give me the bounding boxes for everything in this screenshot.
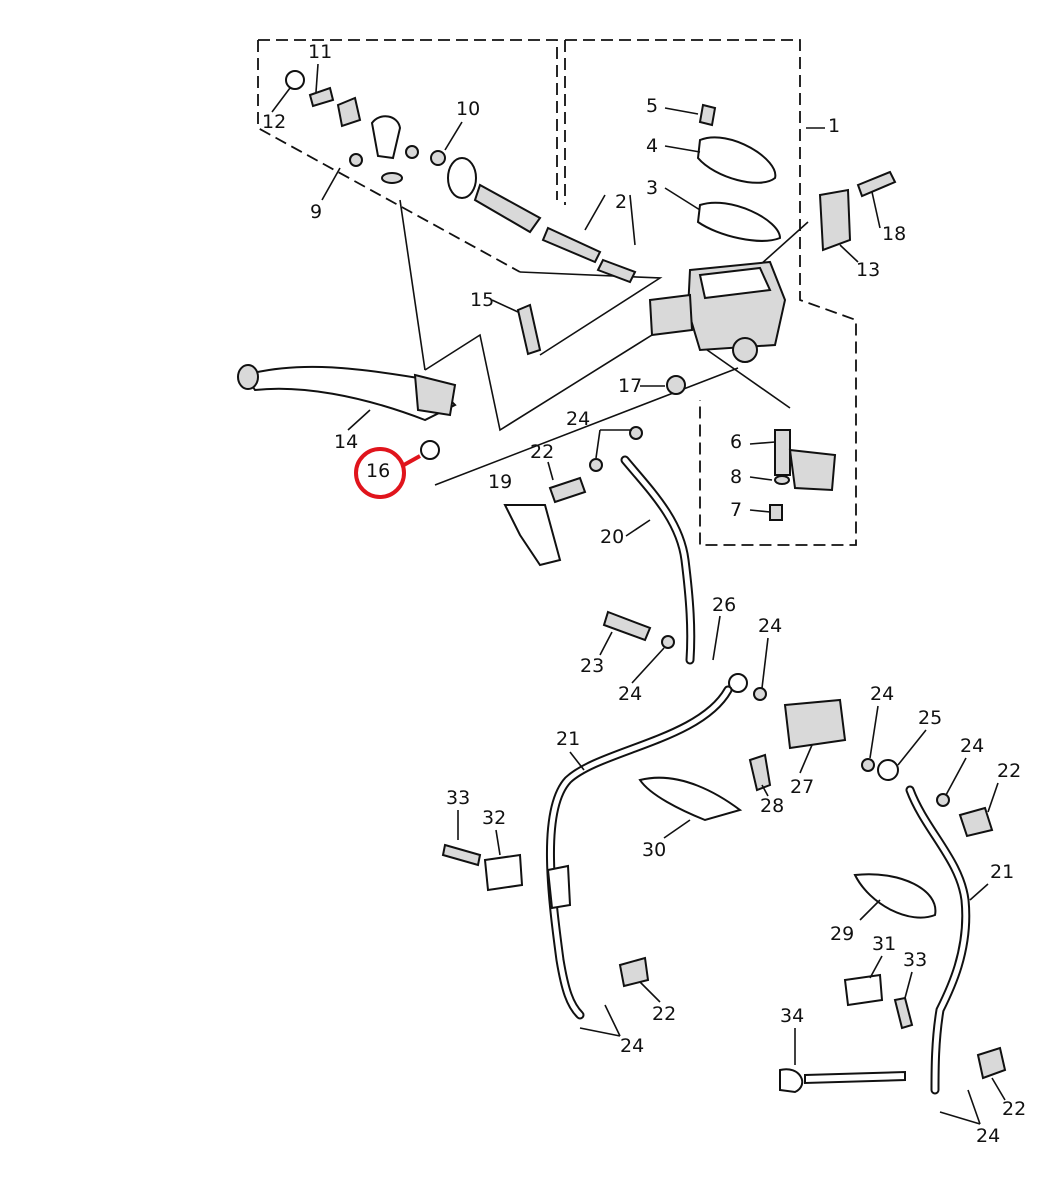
part-16-highlight [354, 447, 421, 499]
callout-22-upper: 22 [530, 441, 554, 463]
callout-21-left: 21 [556, 728, 580, 750]
callout-9: 9 [310, 201, 322, 223]
brake-light-switch [769, 429, 837, 521]
callout-33-right: 33 [903, 949, 927, 971]
callout-19: 19 [488, 471, 512, 493]
callout-30: 30 [642, 839, 666, 861]
assembly-lines [399, 199, 809, 486]
callout-15: 15 [470, 289, 494, 311]
callout-4: 4 [646, 135, 658, 157]
master-cylinder [648, 103, 897, 363]
brackets-and-clips [441, 776, 1007, 1094]
callout-21-right: 21 [990, 861, 1014, 883]
callout-13: 13 [856, 259, 880, 281]
brake-lever [237, 364, 457, 422]
callout-17: 17 [618, 375, 642, 397]
callout-33-left: 33 [446, 787, 470, 809]
callout-7: 7 [730, 499, 742, 521]
leader-lines [271, 63, 1006, 1125]
callout-1: 1 [828, 115, 840, 137]
brake-hose-left [546, 685, 733, 1020]
callout-23: 23 [580, 655, 604, 677]
callout-16: 16 [366, 460, 390, 482]
master-cylinder-group-box [564, 39, 857, 546]
callout-27: 27 [790, 776, 814, 798]
callout-5: 5 [646, 95, 658, 117]
callout-24-d: 24 [960, 735, 984, 757]
callout-29: 29 [830, 923, 854, 945]
callout-25: 25 [918, 707, 942, 729]
callout-10: 10 [456, 98, 480, 120]
hose-joint-block [602, 610, 994, 838]
callout-8: 8 [730, 466, 742, 488]
callout-24-upper: 24 [566, 408, 590, 430]
callout-32: 32 [482, 807, 506, 829]
callout-28: 28 [760, 795, 784, 817]
callout-26: 26 [712, 594, 736, 616]
callout-22-lower-left: 22 [652, 1003, 676, 1025]
callout-34: 34 [780, 1005, 804, 1027]
callout-22-lower-right: 22 [1002, 1098, 1026, 1120]
callout-14: 14 [334, 431, 358, 453]
brake-hose-right [905, 785, 971, 1095]
callout-18: 18 [882, 223, 906, 245]
callout-6: 6 [730, 431, 742, 453]
callout-24-b: 24 [758, 615, 782, 637]
callout-24-c: 24 [870, 683, 894, 705]
callout-3: 3 [646, 177, 658, 199]
callout-12: 12 [262, 111, 286, 133]
callout-24-a: 24 [618, 683, 642, 705]
brake-hose-upper [620, 455, 696, 665]
upper-fittings [420, 303, 686, 567]
lever-assembly-group-box [257, 39, 558, 273]
callout-11: 11 [308, 41, 332, 63]
callout-31: 31 [872, 933, 896, 955]
callout-2: 2 [615, 191, 627, 213]
callout-labels: 1 2 3 4 5 6 7 8 9 10 11 12 13 14 15 16 1… [262, 41, 1026, 1147]
callout-24-f: 24 [976, 1125, 1000, 1147]
lever-pivot-parts [285, 70, 637, 284]
callout-22-middle: 22 [997, 760, 1021, 782]
callout-24-e: 24 [620, 1035, 644, 1057]
callout-20: 20 [600, 526, 624, 548]
